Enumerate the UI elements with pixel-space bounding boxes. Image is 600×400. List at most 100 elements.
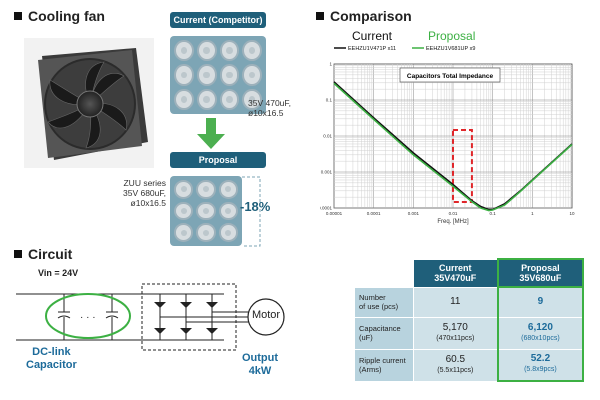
row-label-line: (uF): [359, 333, 373, 342]
dclink-line: DC-link: [32, 346, 71, 358]
capacitor-icon: [174, 88, 194, 110]
x-tick-label: 0.001: [408, 211, 420, 216]
proposal-value: 6,120 (680x10pcs): [496, 316, 585, 350]
section-title-comparison: Comparison: [316, 8, 412, 24]
motor-icon: [247, 298, 285, 336]
down-arrow-icon: [197, 118, 225, 149]
current-label: Current (Competitor): [170, 12, 266, 28]
proposal-spec-line: 35V 680uF,: [122, 188, 166, 198]
header-text: Current: [439, 263, 472, 273]
output-line: 4kW: [248, 365, 272, 377]
series-line: [333, 82, 573, 212]
bullet-square: [14, 250, 22, 258]
highlight-box: [452, 129, 473, 203]
value-text: 60.5: [445, 353, 466, 365]
row-label: Capacitance (uF): [354, 316, 414, 350]
comparison-table: Current 35V470uF Proposal 35V680uF Numbe…: [354, 258, 585, 382]
capacitor-icon: [219, 40, 240, 62]
table-header-row: Current 35V470uF Proposal 35V680uF: [354, 258, 585, 288]
output-line: Output: [241, 352, 279, 364]
current-spec-line: 35V 470uF,: [248, 98, 292, 108]
reduction-bracket: [242, 176, 261, 247]
current-capacitor-array: [170, 36, 266, 114]
impedance-chart: Current Proposal EEHZU1V471P x11 EEHZU1V…: [320, 29, 575, 226]
section-title-fan: Cooling fan: [14, 8, 105, 24]
row-label-line: Ripple current: [359, 356, 406, 365]
capacitor-icon: [196, 88, 217, 110]
capacitor-ellipsis: · · ·: [80, 312, 96, 323]
motor-label: Motor: [251, 309, 281, 321]
capacitor-icon: [218, 180, 238, 199]
capacitor-icon: [174, 64, 194, 86]
row-label-line: Capacitance: [359, 324, 401, 333]
y-tick-label: 0.01: [323, 134, 332, 139]
row-label-line: (Arms): [359, 365, 382, 374]
capacitor-icon: [174, 40, 194, 62]
reduction-percent: -18%: [240, 199, 271, 214]
capacitor-icon: [174, 201, 194, 221]
proposal-spec: ZUU series 35V 680uF, ø10x16.5: [98, 178, 166, 208]
x-tick-label: 1: [531, 211, 534, 216]
vin-label: Vin = 24V: [38, 268, 79, 278]
bullet-square: [316, 12, 324, 20]
capacitor-icon: [219, 64, 240, 86]
capacitor-icon: [174, 180, 194, 199]
x-tick-label: 10: [569, 211, 575, 216]
table-corner: [354, 258, 414, 288]
value-text: 5,170: [442, 321, 468, 333]
legend-proposal-title: Proposal: [428, 29, 475, 43]
capacitor-icon: [242, 88, 262, 110]
dclink-line: Capacitor: [26, 359, 77, 371]
current-value: 60.5 (5.5x11pcs): [412, 348, 499, 382]
header-text: Proposal: [521, 263, 560, 273]
x-tick-label: 0.1: [490, 211, 497, 216]
value-sub: (680x10pcs): [521, 334, 560, 342]
chart-title: Capacitors Total Impedance: [407, 73, 494, 80]
proposal-capacitor-array: [170, 176, 242, 246]
legend-current-name: EEHZU1V471P x11: [348, 46, 396, 52]
capacitor-icon: [242, 64, 262, 86]
row-label: Number of use (pcs): [354, 286, 414, 318]
proposal-label: Proposal: [170, 152, 266, 168]
capacitor-icon: [196, 180, 216, 199]
cooling-fan-image: [24, 38, 154, 168]
plot-area: Capacitors Total Impedance 0.00001 0.0001 0…: [320, 62, 575, 226]
value-sub: (470x11pcs): [436, 334, 475, 342]
value-text: 6,120: [527, 321, 553, 333]
current-value: 5,170 (470x11pcs): [412, 316, 499, 350]
row-label-line: of use (pcs): [359, 302, 399, 311]
capacitor-icon: [218, 223, 238, 242]
proposal-spec-line: ø10x16.5: [130, 198, 166, 208]
value-sub: (5.5x11pcs): [437, 366, 474, 374]
section-title-text: Comparison: [330, 8, 412, 24]
table-row: Ripple current (Arms) 60.5 (5.5x11pcs) 5…: [354, 348, 585, 382]
x-tick-label: 0.0001: [367, 211, 381, 216]
output-label: Output 4kW: [236, 352, 284, 378]
header-text: 35V470uF: [434, 273, 477, 283]
header-proposal: Proposal 35V680uF: [496, 258, 585, 288]
capacitor-icon: [196, 64, 217, 86]
capacitor-icon: [196, 40, 217, 62]
proposal-value: 9: [496, 286, 585, 318]
capacitor-icon: [174, 223, 194, 242]
capacitor-icon: [218, 201, 238, 221]
value-text: 9: [537, 296, 544, 308]
capacitor-icon: [219, 88, 240, 110]
value-text: 11: [450, 296, 461, 307]
y-tick-label: 0.1: [326, 98, 333, 103]
current-spec: 35V 470uF, ø10x16.5: [248, 98, 291, 118]
circuit-diagram: · · ·: [16, 283, 285, 351]
table-row: Capacitance (uF) 5,170 (470x11pcs) 6,120…: [354, 316, 585, 350]
header-text: 35V680uF: [519, 273, 562, 283]
proposal-value: 52.2 (5.8x9pcs): [496, 348, 585, 382]
table-row: Number of use (pcs) 11 9: [354, 286, 585, 318]
section-title-text: Circuit: [28, 246, 73, 262]
y-tick-label: 0.001: [321, 170, 333, 175]
y-tick-label: 1: [329, 62, 332, 67]
x-tick-label: 0.00001: [326, 211, 343, 216]
x-axis-label: Freq. [MHz]: [437, 219, 469, 225]
chart-title-box: [399, 67, 501, 83]
row-label-line: Number: [359, 293, 386, 302]
x-tick-label: 0.01: [449, 211, 458, 216]
current-value: 11: [412, 286, 499, 318]
